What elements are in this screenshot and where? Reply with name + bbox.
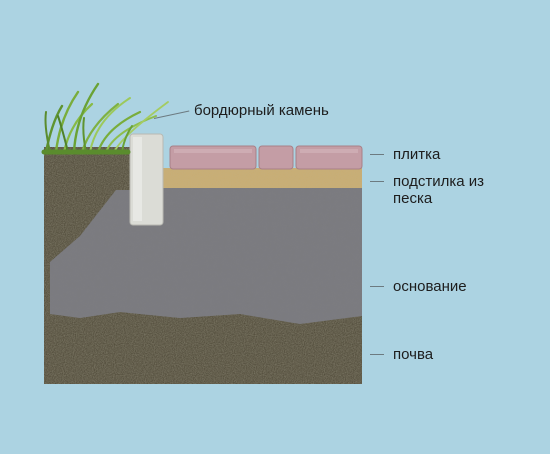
curb-stone xyxy=(129,133,164,226)
paving-tiles xyxy=(169,145,363,170)
soil-label: почва xyxy=(393,346,434,363)
curb-stone-label: бордюрный камень xyxy=(194,102,329,119)
base-leader-line xyxy=(370,286,384,287)
sand-bedding-label: подстилка из песка xyxy=(393,173,485,207)
gravel-base-layer xyxy=(50,184,362,324)
soil-leader-line xyxy=(370,354,384,355)
tile-leader-line xyxy=(370,154,384,155)
sand-bedding-layer xyxy=(162,168,362,188)
tile-label: плитка xyxy=(393,146,441,163)
base-label: основание xyxy=(393,278,467,295)
paving-tile xyxy=(258,145,294,170)
grass-tuft xyxy=(41,82,169,155)
sand-leader-line xyxy=(370,181,384,182)
